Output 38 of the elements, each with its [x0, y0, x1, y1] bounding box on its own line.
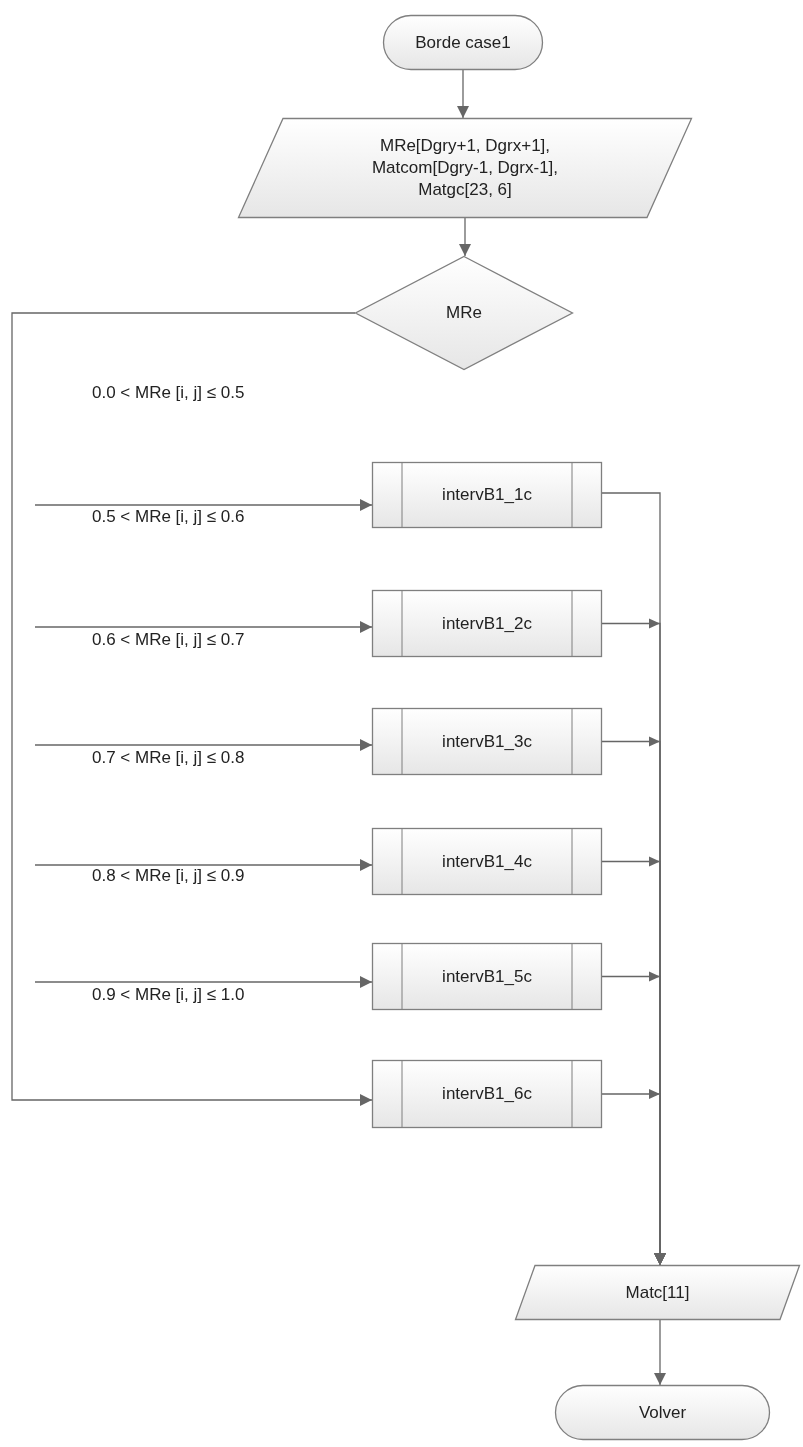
node-label: Matc[11] — [625, 1281, 690, 1304]
arrow — [11, 312, 373, 1106]
decision-diamond — [355, 256, 573, 370]
subprocess-box — [372, 828, 602, 895]
arrow — [34, 739, 373, 751]
arrow — [34, 976, 373, 988]
node-label: Borde case1 — [415, 31, 511, 54]
input-output-shape — [515, 1265, 800, 1320]
condition-label: 0.5 < MRe [i, j] ≤ 0.6 — [92, 507, 245, 527]
node-label: intervB1_2c — [442, 612, 532, 635]
arrow — [601, 1089, 666, 1266]
node-label: Volver — [638, 1401, 687, 1424]
node-label: intervB1_6c — [442, 1083, 532, 1105]
condition-label: 0.9 < MRe [i, j] ≤ 1.0 — [92, 985, 245, 1005]
arrow — [34, 621, 373, 633]
subprocess-box — [372, 943, 602, 1010]
arrow — [34, 859, 373, 871]
node-label: MRe — [446, 302, 482, 324]
node-label: intervB1_1c — [442, 484, 532, 506]
arrow — [459, 217, 471, 257]
node-label: intervB1_4c — [442, 850, 532, 873]
subprocess-box — [372, 708, 602, 775]
terminal-shape — [383, 15, 543, 70]
arrow — [34, 499, 373, 511]
arrow — [654, 1319, 666, 1386]
condition-label: 0.8 < MRe [i, j] ≤ 0.9 — [92, 866, 245, 886]
condition-label: 0.0 < MRe [i, j] ≤ 0.5 — [92, 383, 245, 403]
arrow — [457, 69, 469, 119]
subprocess-box — [372, 1060, 602, 1128]
terminal-shape — [555, 1385, 770, 1440]
node-label: MRe[Dgry+1, Dgrx+1], Matcom[Dgry-1, Dgrx-1], Matgc[23, 6] — [370, 135, 560, 201]
input-output-shape — [238, 118, 692, 218]
condition-label: 0.7 < MRe [i, j] ≤ 0.8 — [92, 748, 245, 768]
node-label: intervB1_3c — [442, 730, 532, 753]
subprocess-box — [372, 462, 602, 528]
node-label: intervB1_5c — [442, 965, 532, 988]
condition-label: 0.6 < MRe [i, j] ≤ 0.7 — [92, 630, 245, 650]
subprocess-box — [372, 590, 602, 657]
